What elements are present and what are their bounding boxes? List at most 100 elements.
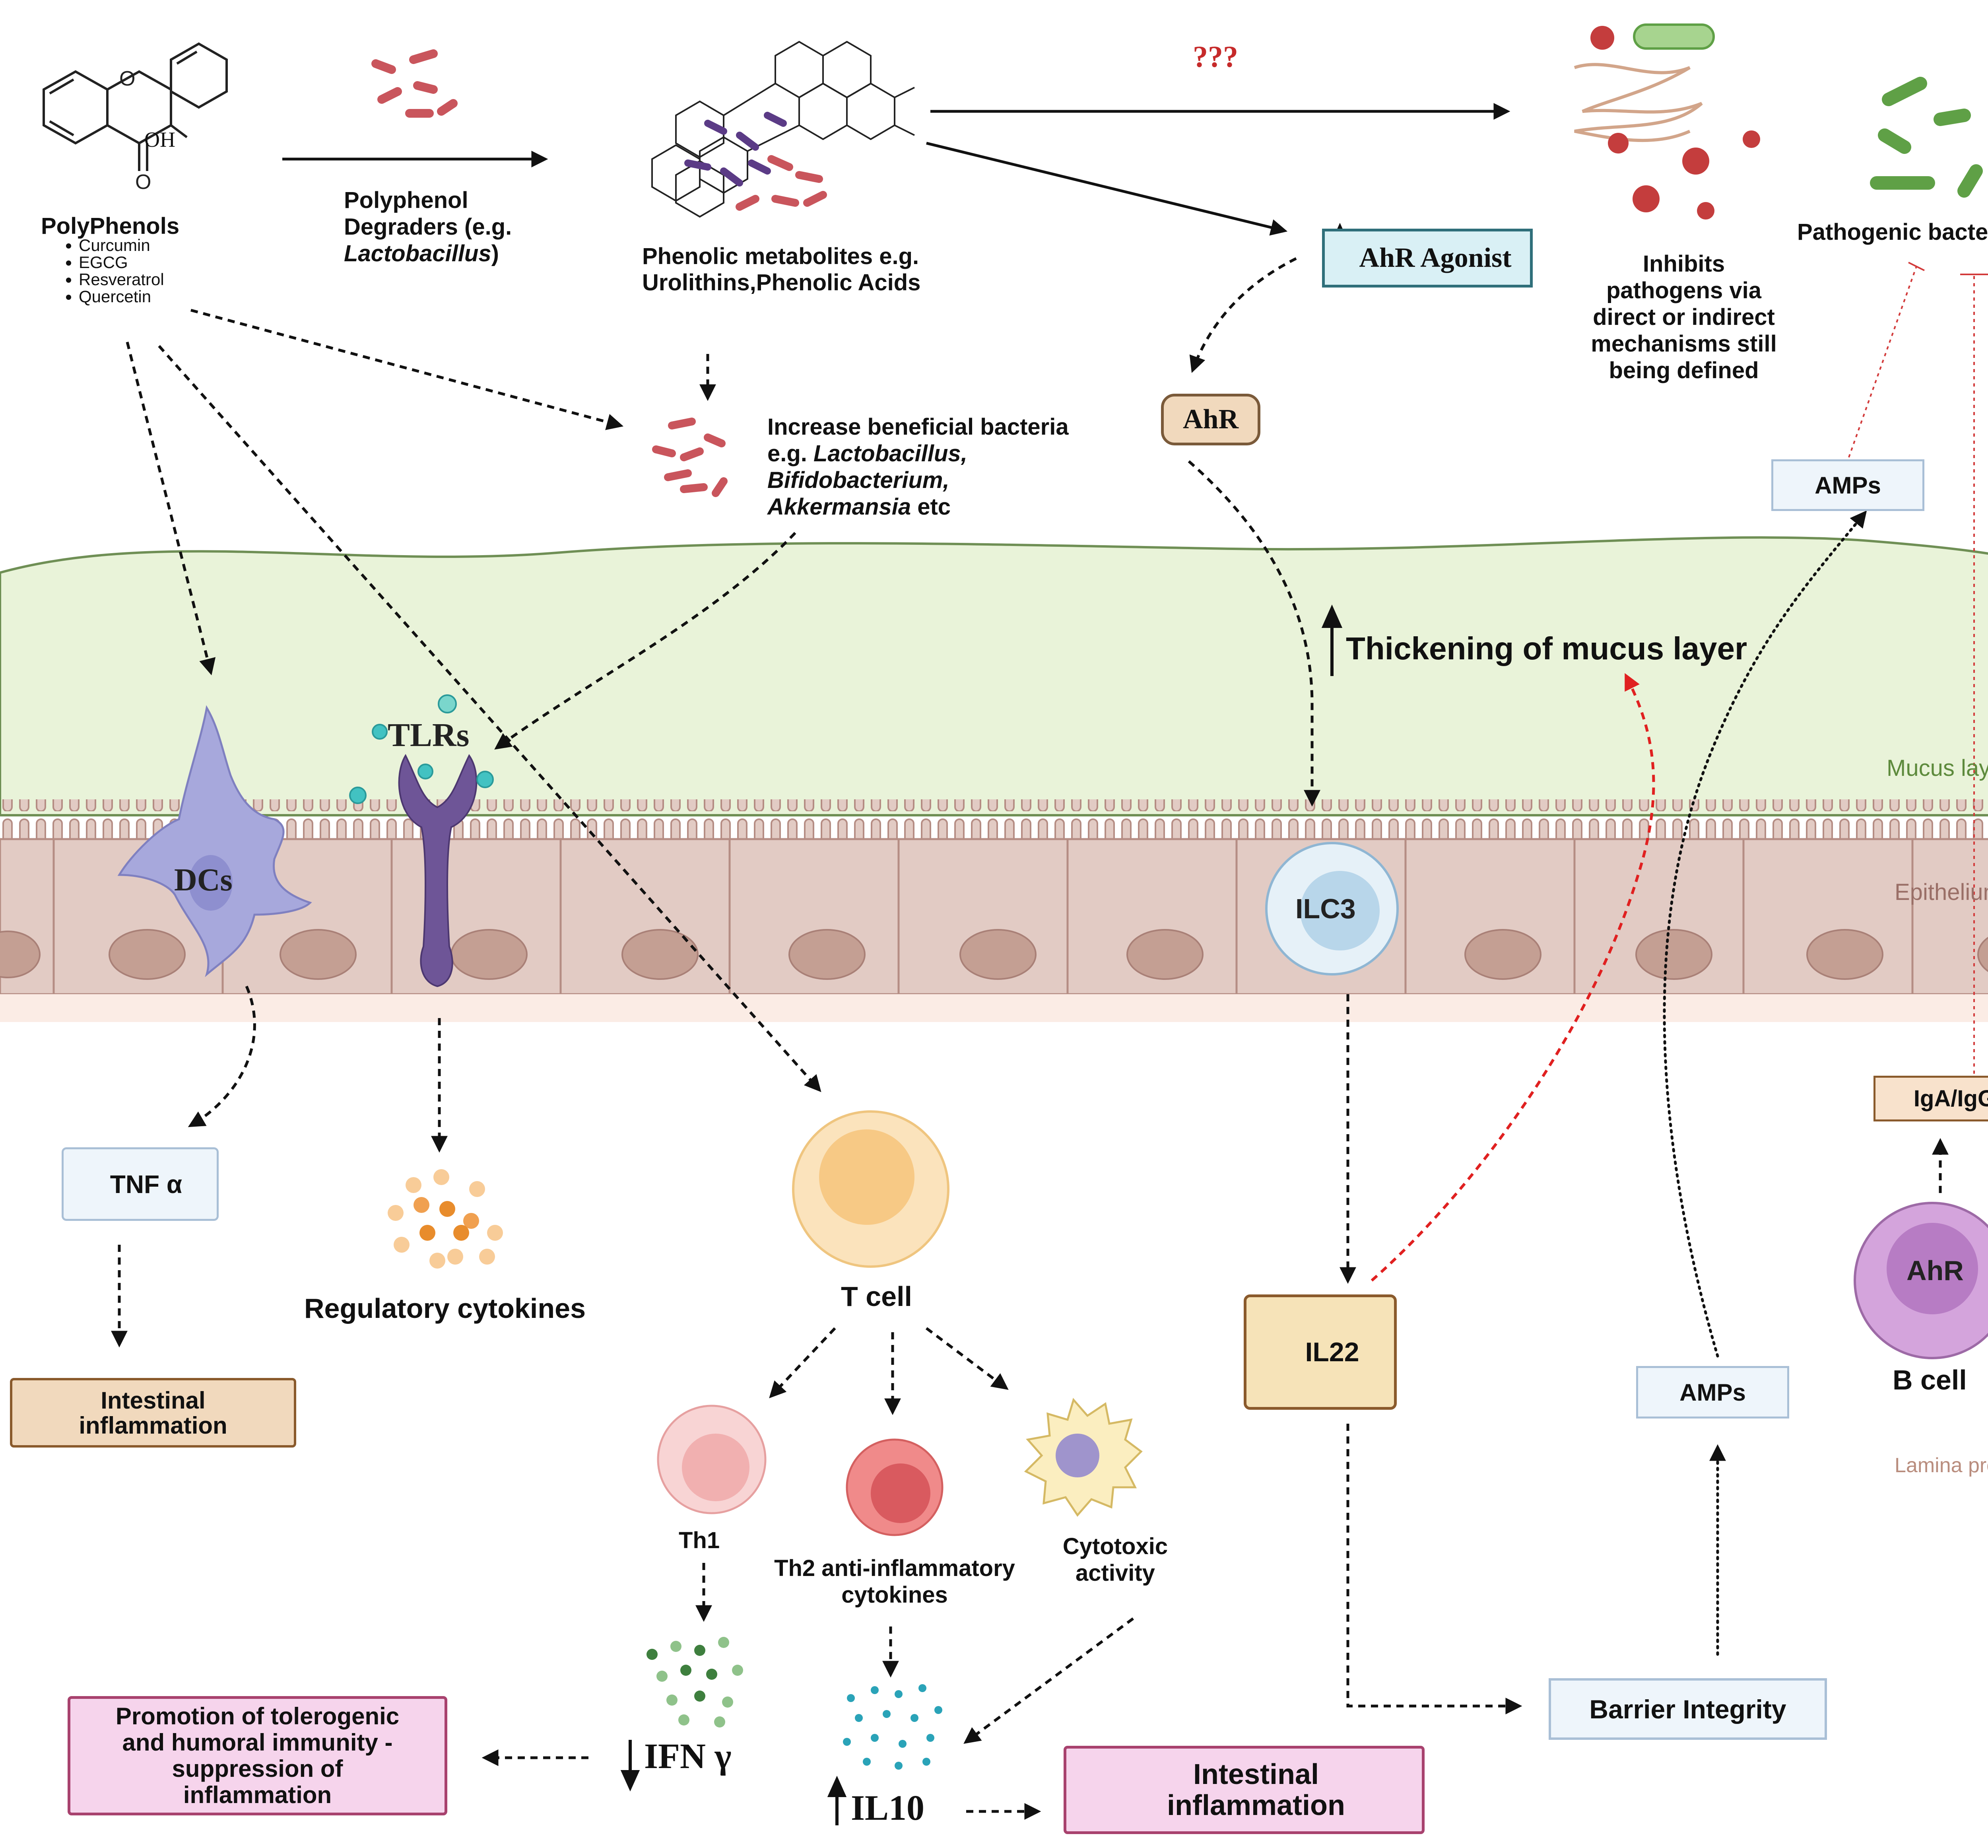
mucus-thickening-label: Thickening of mucus layer [1346, 631, 1747, 666]
unknown-mechanism-marker: ??? [1193, 40, 1238, 74]
direction-arrows [66, 223, 1350, 1833]
tnf-box: TNF α [62, 1147, 219, 1221]
dcs-label: DCs [174, 863, 233, 898]
barrier-integrity-label: Barrier Integrity [1589, 1694, 1786, 1724]
tolerogenic-line3: suppression of [172, 1755, 343, 1782]
polyphenol-item: EGCG [79, 254, 164, 271]
amps-box-top: AMPs [1771, 459, 1924, 511]
polyphenol-item: Resveratrol [79, 271, 164, 288]
arrow-to-tlrs [494, 532, 796, 750]
ifn-gamma-dots [646, 1637, 743, 1728]
inhibits-pathogens-label: Inhibits pathogens via direct or indirec… [1591, 251, 1777, 383]
mucus-layer [0, 536, 1988, 816]
arrow-il22-to-mucus [1371, 673, 1655, 1282]
degrader-bacteria-icon [371, 49, 458, 118]
arrow-to-tcell [158, 345, 821, 1092]
pathogens-icon [1574, 23, 1760, 220]
th1-label: Th1 [679, 1527, 720, 1553]
inflammation-left-line2: inflammation [79, 1412, 227, 1439]
amps-box-bottom: AMPs [1636, 1366, 1789, 1419]
cytotoxic-cell [1024, 1397, 1143, 1517]
il10-label: IL10 [851, 1788, 925, 1828]
th1-cell [657, 1405, 767, 1514]
intestinal-inflammation-left-box: Intestinal inflammation [10, 1378, 296, 1448]
inhibition-lines [1848, 262, 1988, 1074]
barrier-integrity-box: Barrier Integrity [1549, 1678, 1827, 1740]
arrow-il22-to-barrier [1346, 1424, 1522, 1714]
pathogenic-bacteria-icon [1870, 77, 1983, 198]
b-cell [1854, 1202, 1988, 1359]
t-cell [792, 1110, 949, 1268]
ahr-agonist-box: AhR Agonist [1322, 229, 1533, 288]
ifn-gamma-label: IFN γ [644, 1737, 732, 1776]
th2-cell [846, 1438, 944, 1536]
ahr-label: AhR [1182, 404, 1239, 435]
b-cell-label: B cell [1893, 1364, 1967, 1395]
epithelium-label: Epithelium [1895, 879, 1988, 905]
arrows-solid [282, 103, 1510, 236]
amps-inhibit-line [1848, 266, 1917, 458]
beneficial-bacteria-icon [652, 418, 728, 497]
ilc3-cell [1265, 842, 1399, 975]
degraders-label: Polyphenol Degraders (e.g. Lactobacillus… [344, 187, 512, 266]
amps-top-label: AMPs [1815, 472, 1881, 499]
polyphenol-item: Curcumin [79, 237, 164, 254]
tolerogenic-line1: Promotion of tolerogenic [115, 1703, 400, 1729]
arrow-tcell-to-th1 [769, 1327, 836, 1399]
iga-igg-label: IgA/IgG [1913, 1086, 1988, 1112]
arrow-to-dcs [126, 342, 216, 676]
tolerogenic-box: Promotion of tolerogenic and humoral imm… [68, 1696, 447, 1815]
arrow-to-beneficial [190, 309, 624, 430]
inflammation-right-line2: inflammation [1167, 1790, 1345, 1821]
intestinal-inflammation-right-box: Intestinal inflammation [1064, 1746, 1425, 1834]
bcell-ahr-label: AhR [1906, 1255, 1964, 1286]
arrows-dashed [111, 257, 1949, 1820]
arrows-dotted [1663, 510, 1867, 1656]
inflammation-left-line1: Intestinal [101, 1387, 206, 1414]
flavonol-structure [43, 42, 228, 171]
ahr-box: AhR [1161, 394, 1260, 445]
ahr-agonist-label: AhR Agonist [1359, 243, 1512, 273]
mucus-layer-label: Mucus layer [1887, 755, 1988, 781]
tolerogenic-line2: and humoral immunity - [122, 1729, 393, 1756]
dendritic-cell [117, 705, 312, 977]
arrow-agonist-to-ahr [1189, 257, 1297, 373]
regulatory-cytokine-dots [388, 1169, 503, 1269]
epithelium-layer [0, 799, 1988, 1022]
hydroxyl-label: OH [144, 128, 175, 152]
amps-bottom-label: AMPs [1679, 1379, 1746, 1406]
metabolite-bacteria [736, 155, 827, 211]
tnf-label: TNF α [110, 1170, 182, 1199]
ilc3-label: ILC3 [1295, 893, 1356, 924]
pathogenic-bacteria-label: Pathogenic bacteria [1797, 219, 1988, 245]
arrow-amps-to-amps [1663, 510, 1867, 1358]
regulatory-cytokines-label: Regulatory cytokines [304, 1293, 586, 1324]
tolerogenic-line4: inflammation [183, 1782, 332, 1808]
arrow-tcell-to-cytotoxic [925, 1327, 1009, 1390]
metabolite-bonds [684, 112, 787, 187]
il22-box: IL22 [1244, 1294, 1397, 1410]
arrow-ahr-to-ilc3 [1188, 460, 1320, 807]
arrow-cytotoxic-to-il10 [963, 1617, 1134, 1744]
tlr-receptor [349, 694, 494, 987]
polyphenol-list: Curcumin EGCG Resveratrol Quercetin [59, 237, 164, 305]
il10-dots [843, 1684, 942, 1770]
beneficial-bacteria-label: Increase beneficial bacteria e.g. Lactob… [767, 414, 1069, 520]
metabolite-structure [651, 41, 915, 218]
polyphenol-item: Quercetin [79, 288, 164, 305]
cytotoxic-label: Cytotoxic activity [1062, 1533, 1168, 1586]
il22-label: IL22 [1305, 1337, 1359, 1367]
metabolites-label: Phenolic metabolites e.g. Urolithins,Phe… [642, 243, 921, 295]
inflammation-right-line1: Intestinal [1193, 1759, 1319, 1790]
ring-oxygen-label: O [119, 67, 135, 90]
polyphenols-title: PolyPhenols [41, 213, 180, 239]
lamina-propria-label: Lamina propria [1895, 1454, 1988, 1477]
iga-igg-box: IgA/IgG [1873, 1076, 1988, 1121]
arrow-to-ahr-agonist [926, 142, 1288, 236]
carbonyl-oxygen-label: O [135, 171, 151, 194]
th2-label: Th2 anti-inflammatory cytokines [774, 1555, 1015, 1608]
arrow-dc-to-tnf [188, 985, 256, 1127]
tlrs-label: TLRs [388, 717, 470, 754]
